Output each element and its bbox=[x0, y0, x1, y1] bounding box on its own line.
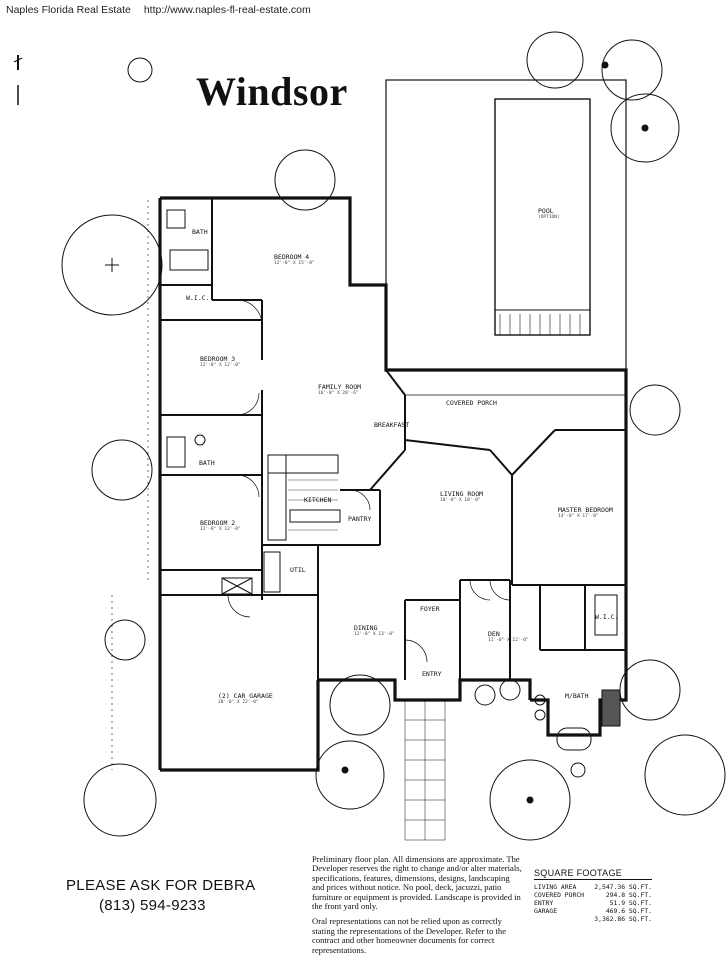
room-pantry: PANTRY bbox=[348, 515, 372, 523]
site-name: Naples Florida Real Estate bbox=[6, 4, 131, 16]
site-url-link[interactable]: http://www.naples-fl-real-estate.com bbox=[143, 4, 311, 16]
room-foyer: FOYER bbox=[420, 605, 440, 613]
contact-phone: (813) 594-9233 bbox=[99, 897, 206, 914]
sqft-row: ENTRY 51.9 SQ.FT. bbox=[534, 899, 652, 907]
page-header: Naples Florida Real Estate http://www.na… bbox=[6, 4, 311, 16]
sqft-row: LIVING AREA 2,547.36 SQ.FT. bbox=[534, 883, 652, 891]
room-covered-porch: COVERED PORCH bbox=[446, 399, 497, 407]
room-entry: ENTRY bbox=[422, 670, 442, 678]
square-footage-title: SQUARE FOOTAGE bbox=[534, 868, 652, 880]
sqft-row: COVERED PORCH 294.8 SQ.FT. bbox=[534, 891, 652, 899]
room-master-bath: M/BATH bbox=[565, 692, 589, 700]
room-pool: POOL(OPTION) bbox=[538, 207, 560, 220]
sqft-row: GARAGE 469.6 SQ.FT. bbox=[534, 907, 652, 915]
plan-title: Windsor bbox=[196, 69, 348, 114]
pool bbox=[494, 98, 591, 336]
disclaimer-paragraph-1: Preliminary floor plan. All dimensions a… bbox=[312, 854, 522, 912]
room-breakfast: BREAKFAST bbox=[374, 421, 410, 429]
room-util: UTIL bbox=[290, 566, 306, 574]
north-arrow-icon bbox=[13, 55, 23, 105]
tree-icons bbox=[61, 31, 726, 841]
disclaimer-paragraph-2: Oral representations can not be relied u… bbox=[312, 916, 507, 955]
room-bath-2: BATH bbox=[199, 459, 215, 467]
disclaimer: Preliminary floor plan. All dimensions a… bbox=[312, 854, 524, 961]
room-wic: W.I.C. bbox=[186, 294, 210, 302]
room-bath: BATH bbox=[192, 228, 208, 236]
room-kitchen: KITCHEN bbox=[304, 496, 332, 504]
sqft-total: 3,362.86 SQ.FT. bbox=[594, 915, 652, 923]
contact-name: PLEASE ASK FOR DEBRA bbox=[66, 877, 256, 894]
square-footage-table: SQUARE FOOTAGE LIVING AREA 2,547.36 SQ.F… bbox=[534, 868, 652, 923]
room-wic-master: W.I.C. bbox=[595, 613, 619, 621]
